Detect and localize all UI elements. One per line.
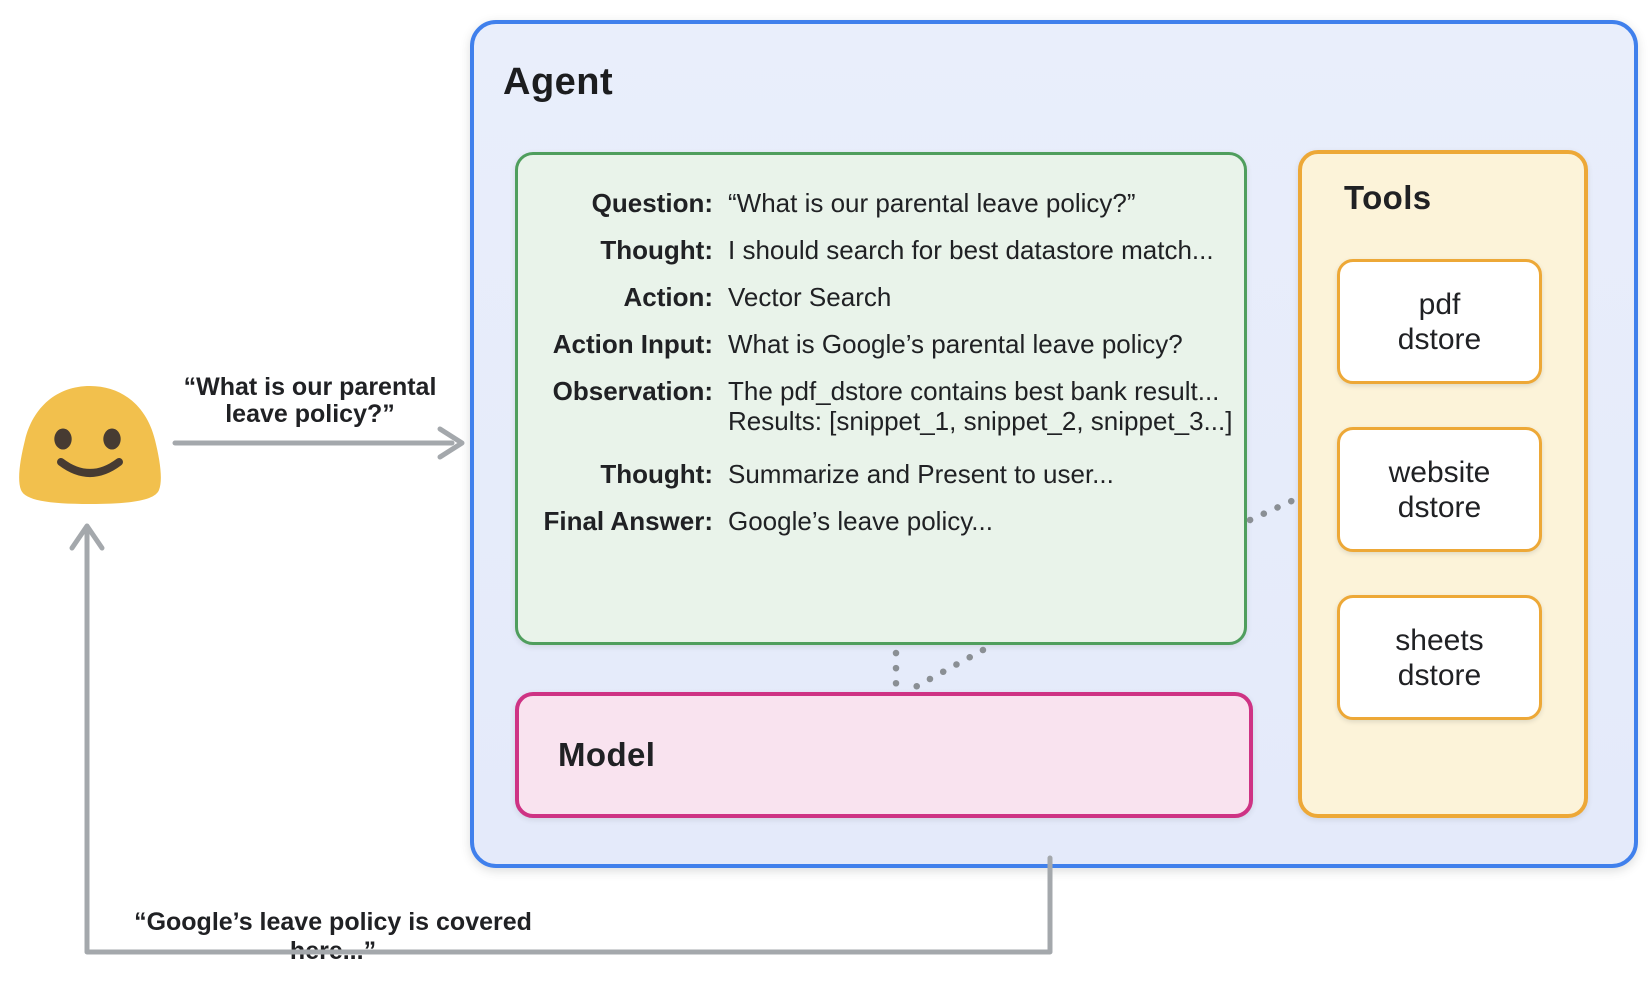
tools-title: Tools xyxy=(1344,179,1432,216)
tool-card-line1: sheets xyxy=(1395,623,1484,657)
scratchpad-value: “What is our parental leave policy?” xyxy=(728,188,1136,218)
tools-box: Tools pdf dstore website dstore sheets d… xyxy=(1298,150,1588,818)
tool-card-pdf-dstore: pdf dstore xyxy=(1337,259,1542,384)
model-box: Model xyxy=(515,692,1253,818)
scratchpad-label: Observation: xyxy=(552,376,713,406)
emoji-smile xyxy=(57,458,123,477)
agent-scratchpad: Question: “What is our parental leave po… xyxy=(515,152,1247,645)
tool-card-line2: dstore xyxy=(1397,322,1482,356)
emoji-right-eye xyxy=(103,428,121,450)
scratchpad-label: Thought: xyxy=(600,235,713,265)
scratchpad-label: Action Input: xyxy=(552,329,713,359)
scratchpad-value: Vector Search xyxy=(728,282,892,312)
tool-card-line1: pdf xyxy=(1418,287,1461,321)
tool-card-line1: website xyxy=(1388,455,1491,489)
scratchpad-row: Action Input: What is Google’s parental … xyxy=(518,329,1244,359)
scratchpad-label: Final Answer: xyxy=(543,506,713,536)
scratchpad-row: Final Answer: Google’s leave policy... xyxy=(518,506,1244,536)
model-title: Model xyxy=(558,736,656,773)
agent-title: Agent xyxy=(503,61,614,103)
scratchpad-value: The pdf_dstore contains best bank result… xyxy=(728,376,1244,436)
scratchpad-label: Question: xyxy=(591,188,713,218)
emoji-left-eye xyxy=(54,428,72,450)
tool-card-line2: dstore xyxy=(1397,658,1482,692)
scratchpad-row: Observation: The pdf_dstore contains bes… xyxy=(518,376,1244,436)
agent-box: Agent Question: “What is our parental le… xyxy=(470,20,1638,868)
tool-card-sheets-dstore: sheets dstore xyxy=(1337,595,1542,720)
request-label-line2: leave policy?” xyxy=(225,400,395,428)
request-arrow xyxy=(172,426,465,460)
scratchpad-label: Thought: xyxy=(600,459,713,489)
scratchpad-value: Summarize and Present to user... xyxy=(728,459,1114,489)
scratchpad-value: Google’s leave policy... xyxy=(728,506,993,536)
response-label: “Google’s leave policy is covered here..… xyxy=(134,908,532,965)
scratchpad-row: Question: “What is our parental leave po… xyxy=(518,188,1244,218)
tool-card-line2: dstore xyxy=(1397,490,1482,524)
scratchpad-value-line1: The pdf_dstore contains best bank result… xyxy=(728,376,1220,406)
tool-card-website-dstore: website dstore xyxy=(1337,427,1542,552)
scratchpad-row: Action: Vector Search xyxy=(518,282,1244,312)
scratchpad-value: I should search for best datastore match… xyxy=(728,235,1214,265)
request-label: “What is our parental leave policy?” xyxy=(170,374,450,428)
scratchpad-row: Thought: Summarize and Present to user..… xyxy=(518,459,1244,489)
request-label-line1: “What is our parental xyxy=(183,373,437,401)
scratchpad-value-line2: Results: [snippet_1, snippet_2, snippet_… xyxy=(728,406,1233,436)
scratchpad-value: What is Google’s parental leave policy? xyxy=(728,329,1183,359)
scratchpad-label: Action: xyxy=(623,282,713,312)
user-emoji-icon xyxy=(19,386,161,504)
scratchpad-row: Thought: I should search for best datast… xyxy=(518,235,1244,265)
